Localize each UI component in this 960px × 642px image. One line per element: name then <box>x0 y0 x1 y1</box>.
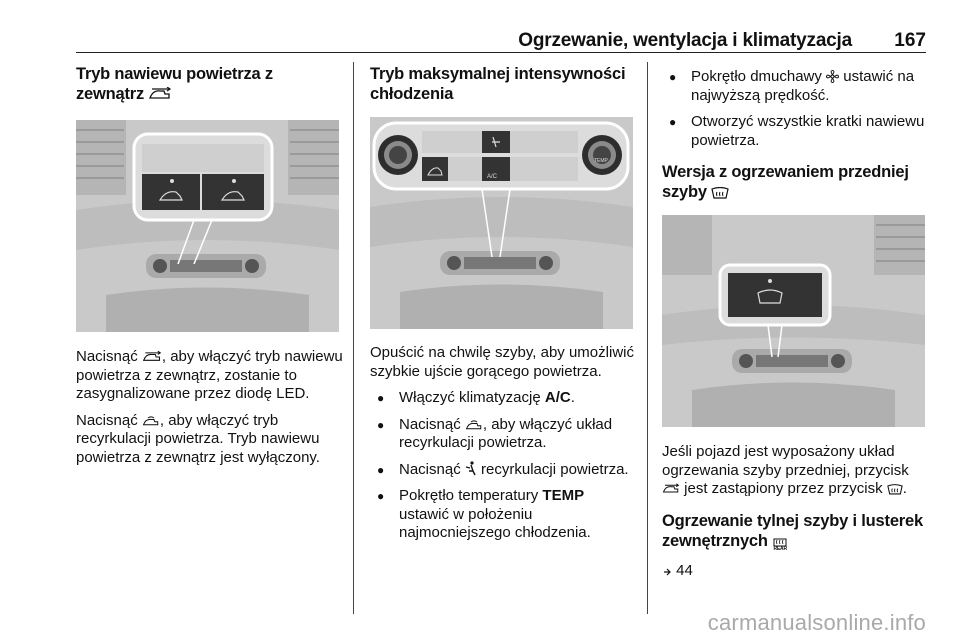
list-item: Otworzyć wszystkie kratki nawiewu powiet… <box>662 113 930 150</box>
list-item: Nacisnąć , aby włączyć układ recyrkulacj… <box>370 416 635 453</box>
dashboard-illustration <box>662 215 925 427</box>
paragraph-fresh-air-on: Nacisnąć , aby włączyć tryb nawiewu powi… <box>76 348 343 402</box>
rear-window-heating-icon: REAR <box>772 538 788 552</box>
section-heading-rear-window-heating: Ogrzewanie tylnej szyby i lusterek zewnę… <box>662 511 923 552</box>
windscreen-heating-icon <box>711 187 729 199</box>
figure-max-cooling-controls: A/C TEMP <box>370 117 633 329</box>
column-1: Tryb nawiewu powietrza z zewnątrz <box>76 64 346 467</box>
paragraph-windscreen-heating: Jeśli pojazd jest wyposażony układ ogrze… <box>662 443 909 497</box>
fresh-air-icon <box>662 483 680 493</box>
list-item: Włączyć klimatyzację A/C. <box>370 389 635 408</box>
max-cooling-steps: Włączyć klimatyzację A/C. Nacisnąć , aby… <box>370 389 635 543</box>
fig-label-ac: A/C <box>487 174 498 180</box>
air-distribution-icon <box>465 460 476 475</box>
page-number: 167 <box>894 30 926 51</box>
list-item: Nacisnąć recyrkulacji powietrza. <box>370 461 635 480</box>
max-cooling-steps-continued: Pokrętło dmuchawy ustawić na najwyższą p… <box>662 68 930 150</box>
recirculation-icon <box>142 415 159 425</box>
section-heading-windscreen-heating: Wersja z ogrzewaniem przedniej szyby <box>662 163 909 201</box>
watermark: carmanualsonline.info <box>707 610 926 635</box>
section-heading-max-cooling: Tryb maksymalnej intensywności chłodzeni… <box>370 65 626 103</box>
figure-fresh-air-buttons <box>76 120 339 332</box>
dashboard-illustration <box>370 117 633 329</box>
column-divider-1 <box>353 62 354 614</box>
figure-windscreen-heating-button <box>662 215 925 427</box>
column-divider-2 <box>647 62 648 614</box>
page-header: Ogrzewanie, wentylacja i klimatyzacja 16… <box>0 0 960 53</box>
list-item: Pokrętło temperatury TEMP ustawić w poło… <box>370 487 635 543</box>
column-3: Pokrętło dmuchawy ustawić na najwyższą p… <box>662 64 930 580</box>
recirculation-icon <box>465 419 482 429</box>
windscreen-heating-icon <box>887 484 903 495</box>
dashboard-illustration <box>76 120 339 332</box>
header-rule <box>76 52 926 53</box>
fan-icon <box>826 70 840 83</box>
page-reference-icon <box>664 568 671 575</box>
list-item: Pokrętło dmuchawy ustawić na najwyższą p… <box>662 68 930 105</box>
paragraph-max-cooling-intro: Opuścić na chwilę szyby, aby umożliwić s… <box>370 344 634 380</box>
fig-label-temp: TEMP <box>594 158 608 164</box>
section-heading-fresh-air: Tryb nawiewu powietrza z zewnątrz <box>76 65 273 103</box>
column-2: Tryb maksymalnej intensywności chłodzeni… <box>370 64 635 543</box>
cross-reference[interactable]: 44 <box>662 562 930 581</box>
fresh-air-icon <box>149 87 172 99</box>
page-title: Ogrzewanie, wentylacja i klimatyzacja <box>518 30 852 51</box>
paragraph-recirculation: Nacisnąć , aby włączyć tryb recyrkulacji… <box>76 411 320 466</box>
fresh-air-icon <box>142 351 162 361</box>
